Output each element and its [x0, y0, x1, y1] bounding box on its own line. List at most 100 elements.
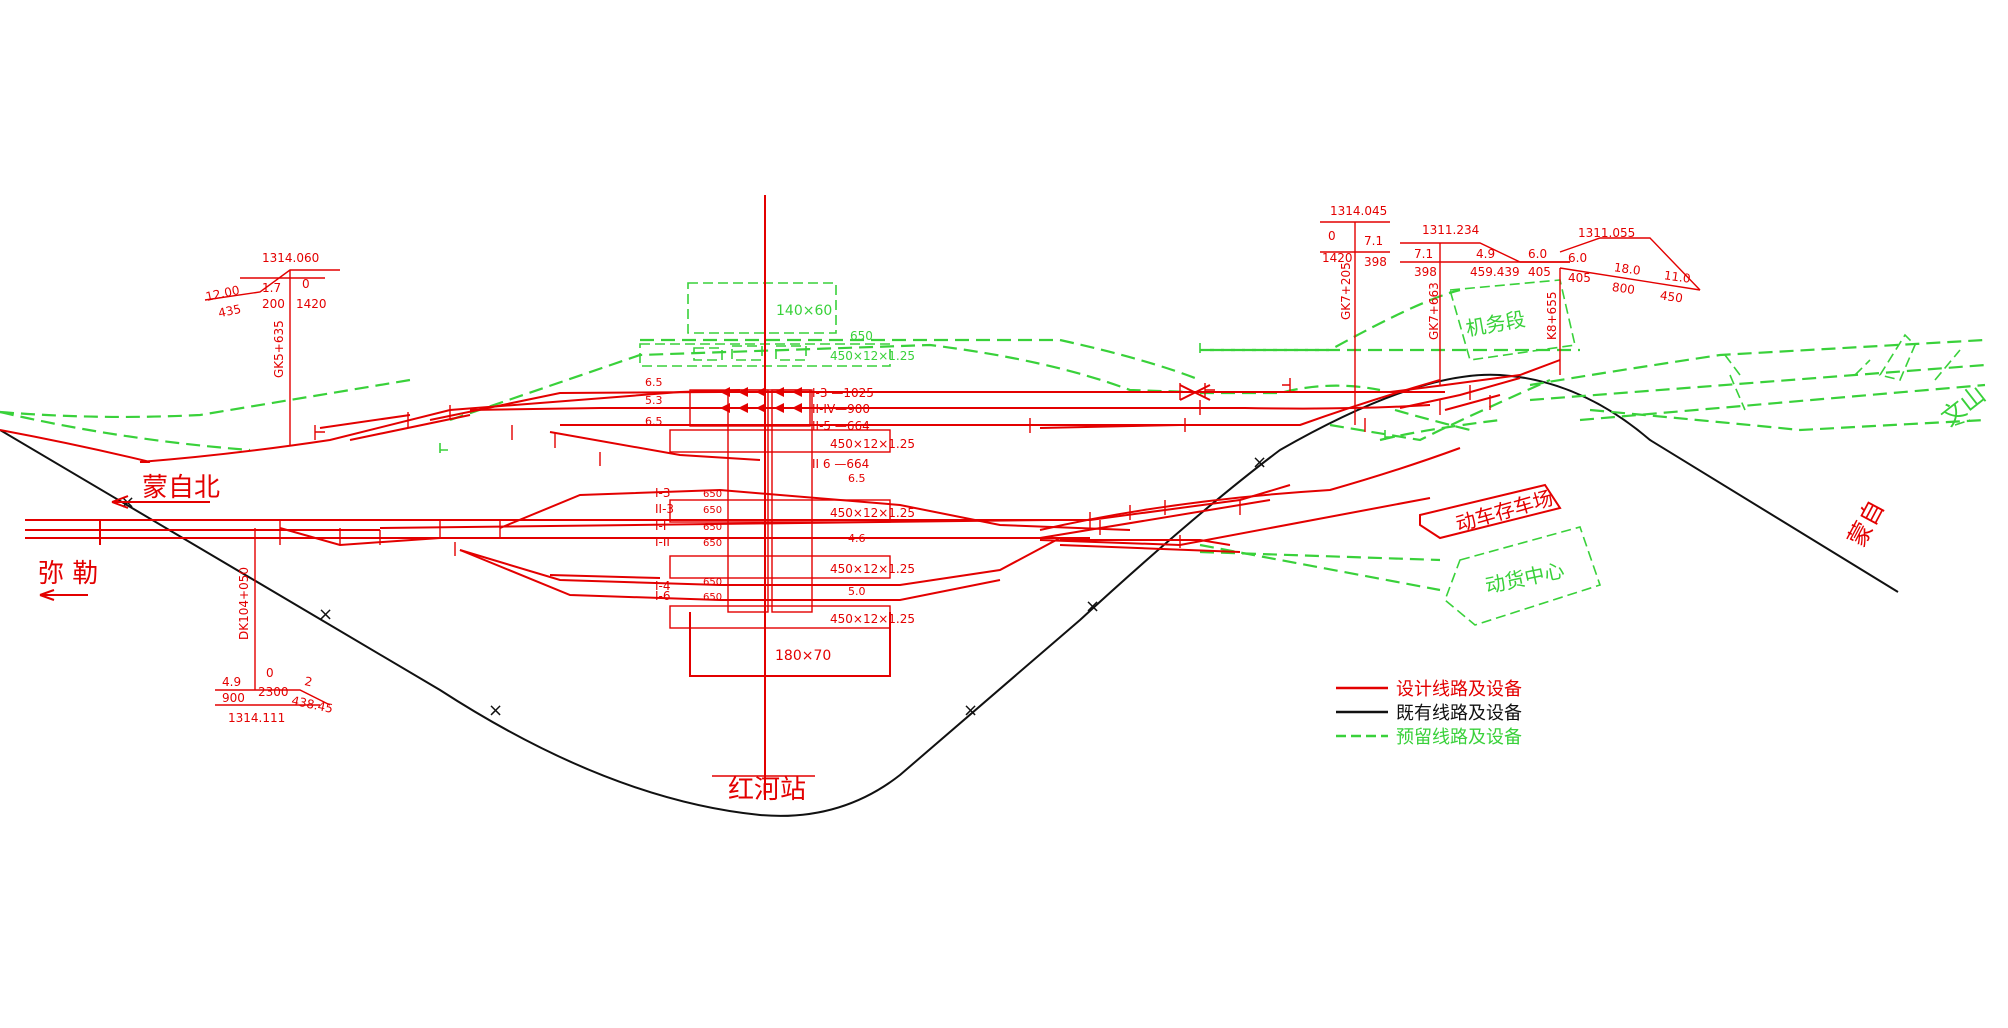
- track-length: 650: [703, 577, 722, 588]
- svg-text:4.9: 4.9: [222, 675, 241, 689]
- svg-text:800: 800: [1611, 280, 1636, 297]
- svg-text:GK5+635: GK5+635: [272, 320, 286, 378]
- platform-size: 450×12×1.25: [830, 349, 915, 363]
- svg-text:GK7+663: GK7+663: [1427, 282, 1441, 340]
- platform-size: 450×12×1.25: [830, 506, 915, 520]
- plaza-top-outline: [687, 282, 837, 334]
- track-length: 650: [703, 592, 722, 603]
- svg-text:2300: 2300: [258, 685, 289, 699]
- legend: 设计线路及设备 既有线路及设备 预留线路及设备: [1336, 679, 1522, 748]
- platform-size: 450×12×1.25: [830, 562, 915, 576]
- direction-mengzi: 蒙自: [1843, 496, 1890, 552]
- svg-text:405: 405: [1568, 271, 1591, 285]
- svg-text:900: 900: [222, 691, 245, 705]
- track-spacing: 5.0: [848, 585, 866, 598]
- track-iiiv: II-IV—900: [812, 402, 870, 416]
- dongche-label: 动车存车场: [1453, 486, 1556, 537]
- profile-right: 1311.055 6.0 405 18.0 800 11.0 450 K8+65…: [1545, 226, 1691, 340]
- svg-text:×: ×: [963, 700, 978, 721]
- legend-designed: 设计线路及设备: [1396, 679, 1522, 700]
- track-i6: I-6: [655, 589, 671, 603]
- svg-text:7.1: 7.1: [1364, 234, 1383, 248]
- plaza-bottom-outline: [689, 612, 891, 677]
- svg-text:×: ×: [488, 700, 503, 721]
- svg-text:4.9: 4.9: [1476, 247, 1495, 261]
- legend-reserved: 预留线路及设备: [1396, 727, 1522, 748]
- track-spacing: 6.5: [645, 415, 663, 428]
- profile-mid-a: 1314.045 0 1420 7.1 398 GK7+205: [1322, 204, 1387, 320]
- svg-text:0: 0: [302, 277, 310, 291]
- profile-left-top: 1314.060 12.00 435 1.7 200 0 1420 GK5+63…: [204, 251, 326, 378]
- existing-line: × × × × × ×: [0, 373, 1899, 817]
- svg-text:×: ×: [1085, 596, 1100, 617]
- designed-lines: [0, 195, 1562, 800]
- donghuo-outline: [1444, 526, 1602, 626]
- track-length: 650: [703, 489, 722, 500]
- svg-text:18.0: 18.0: [1613, 260, 1641, 278]
- track-ii: I-II: [655, 535, 670, 549]
- profile-marks: [204, 221, 1701, 706]
- svg-text:450: 450: [1659, 288, 1684, 305]
- track-i3b: I-3: [655, 486, 671, 500]
- svg-text:1.7: 1.7: [262, 281, 281, 295]
- svg-text:6.0: 6.0: [1568, 251, 1587, 265]
- square-bottom-size: 180×70: [775, 648, 831, 664]
- profile-mid-b: 1311.234 7.1 398 4.9 459.439 6.0 405 GK7…: [1414, 223, 1551, 340]
- svg-text:200: 200: [262, 297, 285, 311]
- platform-3: [669, 555, 891, 579]
- legend-existing: 既有线路及设备: [1396, 703, 1522, 724]
- track-top-length: 650: [850, 329, 873, 343]
- profile-bottom: 4.9 900 0 2300 2 438.45 1314.111 DK104+0…: [222, 567, 334, 725]
- track-i3: I-3 —1025: [812, 386, 874, 400]
- svg-text:405: 405: [1528, 265, 1551, 279]
- square-top-size: 140×60: [776, 303, 832, 319]
- track-length: 650: [703, 538, 722, 549]
- svg-text:0: 0: [1328, 229, 1336, 243]
- svg-text:7.1: 7.1: [1414, 247, 1433, 261]
- track-spacing: 6.5: [848, 472, 866, 485]
- svg-text:×: ×: [318, 604, 333, 625]
- station-name: 红河站: [728, 775, 806, 805]
- svg-text:12.00: 12.00: [204, 283, 241, 304]
- platform-1: [669, 429, 891, 453]
- svg-text:1420: 1420: [296, 297, 327, 311]
- svg-text:398: 398: [1414, 265, 1437, 279]
- svg-text:×: ×: [1252, 452, 1267, 473]
- platform-size: 450×12×1.25: [830, 437, 915, 451]
- svg-text:1311.055: 1311.055: [1578, 226, 1635, 240]
- jiwuduan-label: 机务段: [1464, 307, 1527, 341]
- svg-text:11.0: 11.0: [1663, 268, 1691, 286]
- track-length: 650: [703, 522, 722, 533]
- track-ii5: II-5 —664: [812, 419, 870, 433]
- track-length: 650: [703, 505, 722, 516]
- svg-text:438.45: 438.45: [290, 693, 334, 715]
- svg-text:2: 2: [303, 674, 313, 689]
- svg-text:DK104+050: DK104+050: [237, 567, 251, 640]
- direction-mengzibei: 蒙自北: [142, 473, 220, 503]
- track-spacing: 4.6: [848, 532, 866, 545]
- svg-text:459.439: 459.439: [1470, 265, 1520, 279]
- svg-text:1314.045: 1314.045: [1330, 204, 1387, 218]
- platform-2: [669, 499, 891, 523]
- svg-text:1314.111: 1314.111: [228, 711, 285, 725]
- svg-text:6.0: 6.0: [1528, 247, 1547, 261]
- track-i4: I-4: [655, 579, 671, 593]
- reserved-lines: [0, 279, 1986, 626]
- platform-size: 450×12×1.25: [830, 612, 915, 626]
- svg-text:1420: 1420: [1322, 251, 1353, 265]
- svg-text:GK7+205: GK7+205: [1339, 262, 1353, 320]
- track-ii3: II-3: [655, 502, 674, 516]
- svg-text:1311.234: 1311.234: [1422, 223, 1479, 237]
- jiwuduan-outline: [1448, 279, 1576, 361]
- donghuo-label: 动货中心: [1483, 558, 1566, 598]
- svg-text:398: 398: [1364, 255, 1387, 269]
- svg-text:1314.060: 1314.060: [262, 251, 319, 265]
- svg-text:435: 435: [217, 302, 242, 320]
- svg-text:0: 0: [266, 666, 274, 680]
- direction-mile: 弥 勒: [38, 559, 98, 589]
- track-spacing: 5.3: [645, 394, 663, 407]
- track-spacing: 6.5: [645, 376, 663, 389]
- track-ii6: II 6 —664: [812, 457, 869, 471]
- svg-text:K8+655: K8+655: [1545, 292, 1559, 340]
